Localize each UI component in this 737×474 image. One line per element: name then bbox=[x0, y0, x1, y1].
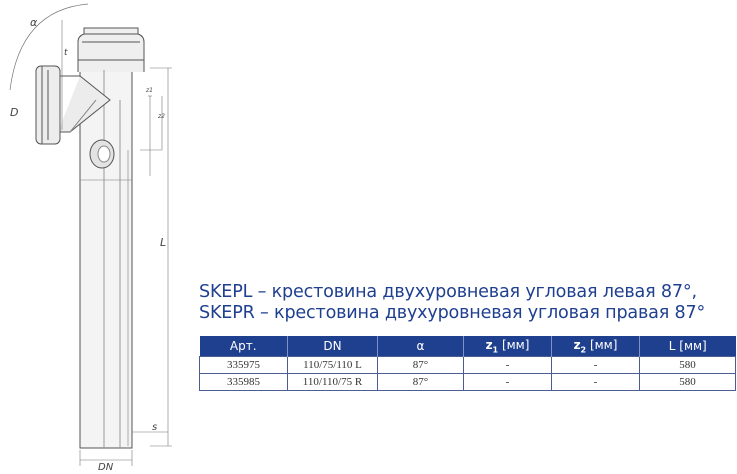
header-z1-letter: z bbox=[485, 337, 493, 352]
table-row: 335975 110/75/110 L 87° - - 580 bbox=[199, 356, 736, 374]
header-z1-unit: [мм] bbox=[498, 337, 530, 352]
header-z2-letter: z bbox=[573, 337, 581, 352]
spec-table: Арт. DN α z1 [мм] z2 [мм] L [мм] 335975 … bbox=[199, 336, 736, 391]
title-line-right: SKEPR – крестовина двухуровневая угловая… bbox=[199, 303, 706, 323]
title-line-left: SKEPL – крестовина двухуровневая угловая… bbox=[199, 282, 697, 302]
label-z1: z1 bbox=[145, 87, 153, 94]
top-socket bbox=[77, 27, 145, 72]
cell-z1: - bbox=[463, 356, 552, 374]
header-z1: z1 [мм] bbox=[463, 336, 552, 357]
cell-alpha: 87° bbox=[377, 356, 464, 374]
label-d: D bbox=[10, 106, 18, 119]
header-z1-sub: 1 bbox=[492, 345, 499, 355]
angle-arc bbox=[9, 3, 89, 91]
header-z2-unit: [мм] bbox=[586, 337, 618, 352]
cell-art: 335975 bbox=[199, 356, 288, 374]
cell-z2: - bbox=[551, 373, 640, 391]
product-title: SKEPL – крестовина двухуровневая угловая… bbox=[199, 282, 737, 324]
header-z2: z2 [мм] bbox=[551, 336, 640, 357]
cell-l: 580 bbox=[639, 373, 736, 391]
cell-dn: 110/75/110 L bbox=[287, 356, 378, 374]
cell-alpha: 87° bbox=[377, 373, 464, 391]
label-l: L bbox=[160, 236, 166, 249]
cell-z1: - bbox=[463, 373, 552, 391]
label-t: t bbox=[64, 48, 68, 58]
header-l: L [мм] bbox=[639, 336, 736, 357]
label-alpha: α bbox=[30, 16, 38, 29]
cell-dn: 110/110/75 R bbox=[287, 373, 378, 391]
cell-z2: - bbox=[551, 356, 640, 374]
cell-l: 580 bbox=[639, 356, 736, 374]
header-dn: DN bbox=[287, 336, 378, 357]
label-z2: z2 bbox=[157, 113, 165, 120]
header-alpha: α bbox=[377, 336, 464, 357]
label-dn: DN bbox=[98, 462, 114, 473]
table-header-row: Арт. DN α z1 [мм] z2 [мм] L [мм] bbox=[199, 336, 736, 357]
main-pipe bbox=[79, 69, 133, 449]
side-branch bbox=[58, 75, 111, 133]
cell-art: 335985 bbox=[199, 373, 288, 391]
header-art: Арт. bbox=[199, 336, 288, 357]
technical-drawing: α t D z1 z2 L s DN bbox=[9, 3, 172, 473]
label-s: s bbox=[152, 422, 157, 433]
table-row: 335985 110/110/75 R 87° - - 580 bbox=[199, 373, 736, 391]
header-z2-sub: 2 bbox=[580, 345, 587, 355]
